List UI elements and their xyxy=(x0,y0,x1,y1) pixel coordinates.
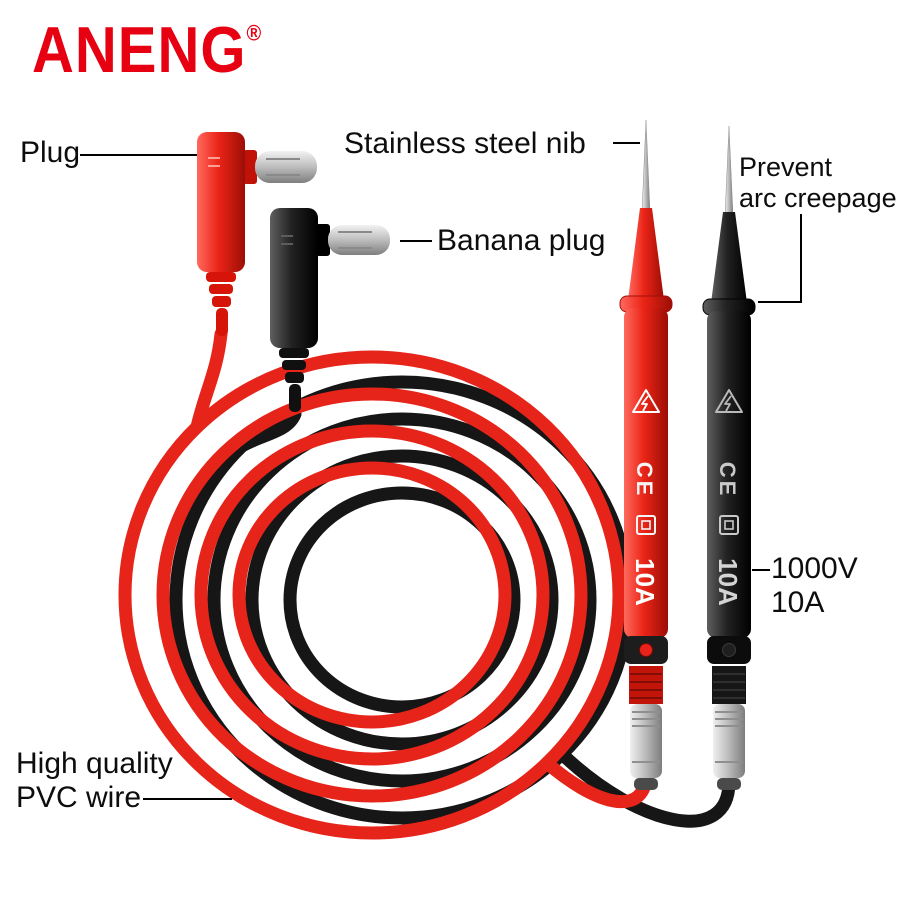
red-banana-plug xyxy=(197,132,317,336)
ce-mark: CE xyxy=(715,462,740,499)
black-plug-strain-relief xyxy=(279,348,309,412)
probe-body xyxy=(624,308,668,638)
black-banana-plug xyxy=(270,208,390,412)
red-test-wire xyxy=(118,327,653,840)
annotation-lines xyxy=(80,142,802,800)
red-plug-mold-marks xyxy=(208,157,220,167)
prevent-arc-line1: Prevent xyxy=(739,152,833,182)
red-plug-body xyxy=(197,132,245,272)
red-probe: CE 10A xyxy=(619,119,673,790)
metal-sleeve xyxy=(630,704,662,778)
red-plug-strain-relief xyxy=(206,272,236,336)
probe-cone xyxy=(628,208,664,300)
wire-quality-line1: High quality xyxy=(16,747,173,780)
end-cap xyxy=(634,778,658,790)
brand-name: ANENG xyxy=(32,13,247,87)
probe-cone xyxy=(711,212,747,303)
wire-quality-line2: PVC wire xyxy=(16,781,142,815)
black-plug-banana-pin xyxy=(328,225,390,255)
red-dot xyxy=(639,643,653,657)
lightning-triangle-icon xyxy=(715,389,743,413)
registered-mark: ® xyxy=(246,21,262,46)
banana-pin-slots xyxy=(266,158,300,176)
arc-creepage-pointer-line xyxy=(758,214,802,303)
probe-body xyxy=(707,311,751,638)
banana-pin-slots xyxy=(338,231,372,249)
black-plug-pin-collar xyxy=(316,224,330,256)
red-plug-pin-collar xyxy=(243,150,257,184)
rating-voltage: 1000V xyxy=(771,552,858,585)
current-rating-label: 10A xyxy=(630,558,660,606)
stainless-nib-label: Stainless steel nib xyxy=(344,127,586,160)
black-plug-body xyxy=(270,208,318,348)
ce-mark: CE xyxy=(632,462,657,499)
steel-nib xyxy=(641,119,651,213)
prevent-arc-label: Prevent arc creepage xyxy=(739,152,897,214)
ribbed-grip xyxy=(712,666,746,704)
plug-label: Plug xyxy=(20,136,81,169)
steel-nib xyxy=(724,125,734,216)
rating-label: 1000V 10A xyxy=(771,552,858,620)
black-dot xyxy=(722,643,736,657)
prevent-arc-line2: arc creepage xyxy=(739,182,897,213)
black-plug-mold-marks xyxy=(281,235,293,245)
ribbed-grip xyxy=(629,666,663,704)
current-rating-label: 10A xyxy=(713,558,743,606)
lightning-triangle-icon xyxy=(632,389,660,413)
banana-plug-label: Banana plug xyxy=(437,224,606,257)
double-square-icon xyxy=(636,515,656,535)
rating-current: 10A xyxy=(771,586,825,620)
brand-logo: ANENG® xyxy=(32,17,262,83)
wire-quality-label: High quality PVC wire xyxy=(16,747,173,815)
double-square-icon xyxy=(719,515,739,535)
red-plug-banana-pin xyxy=(255,151,317,183)
end-cap xyxy=(717,778,741,790)
metal-sleeve xyxy=(713,704,745,778)
black-probe: CE 10A xyxy=(702,125,756,790)
